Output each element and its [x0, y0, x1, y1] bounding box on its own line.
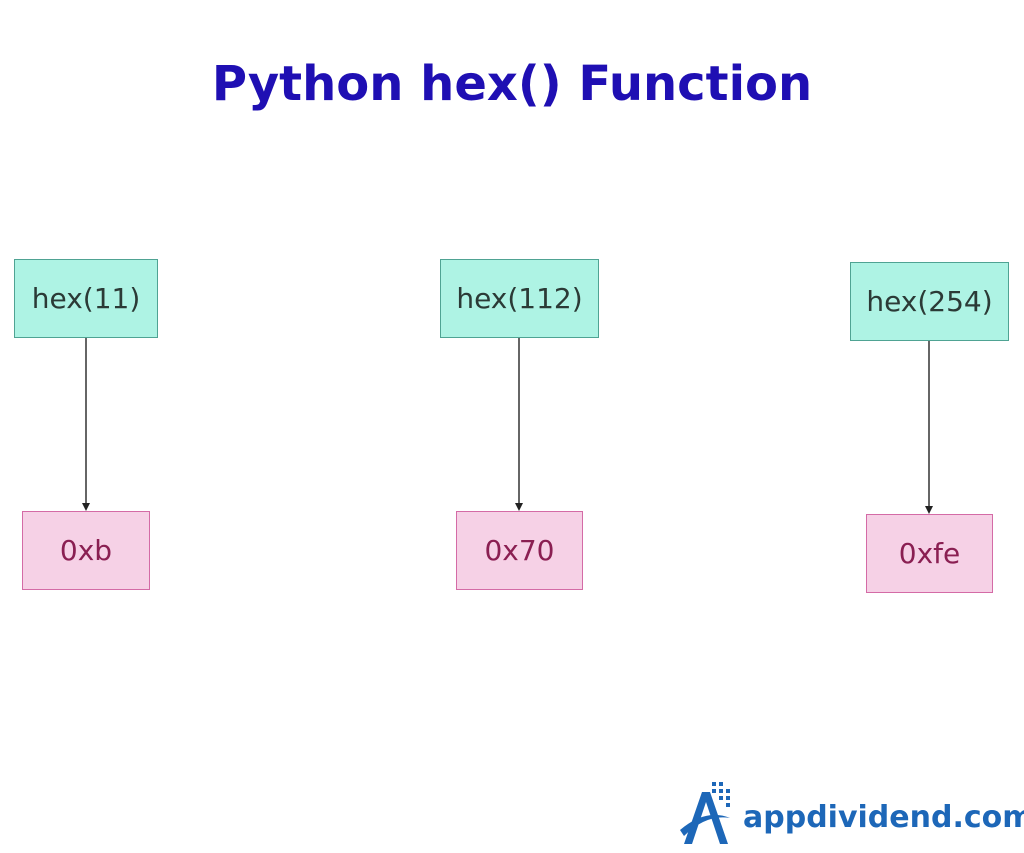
output-node-2: 0x70 — [456, 511, 583, 590]
input-node-1: hex(11) — [14, 259, 158, 338]
brand-text[interactable]: appdividend.com — [743, 800, 1024, 835]
input-node-3: hex(254) — [850, 262, 1009, 341]
diagram-title: Python hex() Function — [211, 56, 813, 112]
input-node-2: hex(112) — [440, 259, 599, 338]
output-node-3: 0xfe — [866, 514, 993, 593]
output-node-1: 0xb — [22, 511, 150, 590]
appdividend-logo-icon — [680, 782, 730, 844]
